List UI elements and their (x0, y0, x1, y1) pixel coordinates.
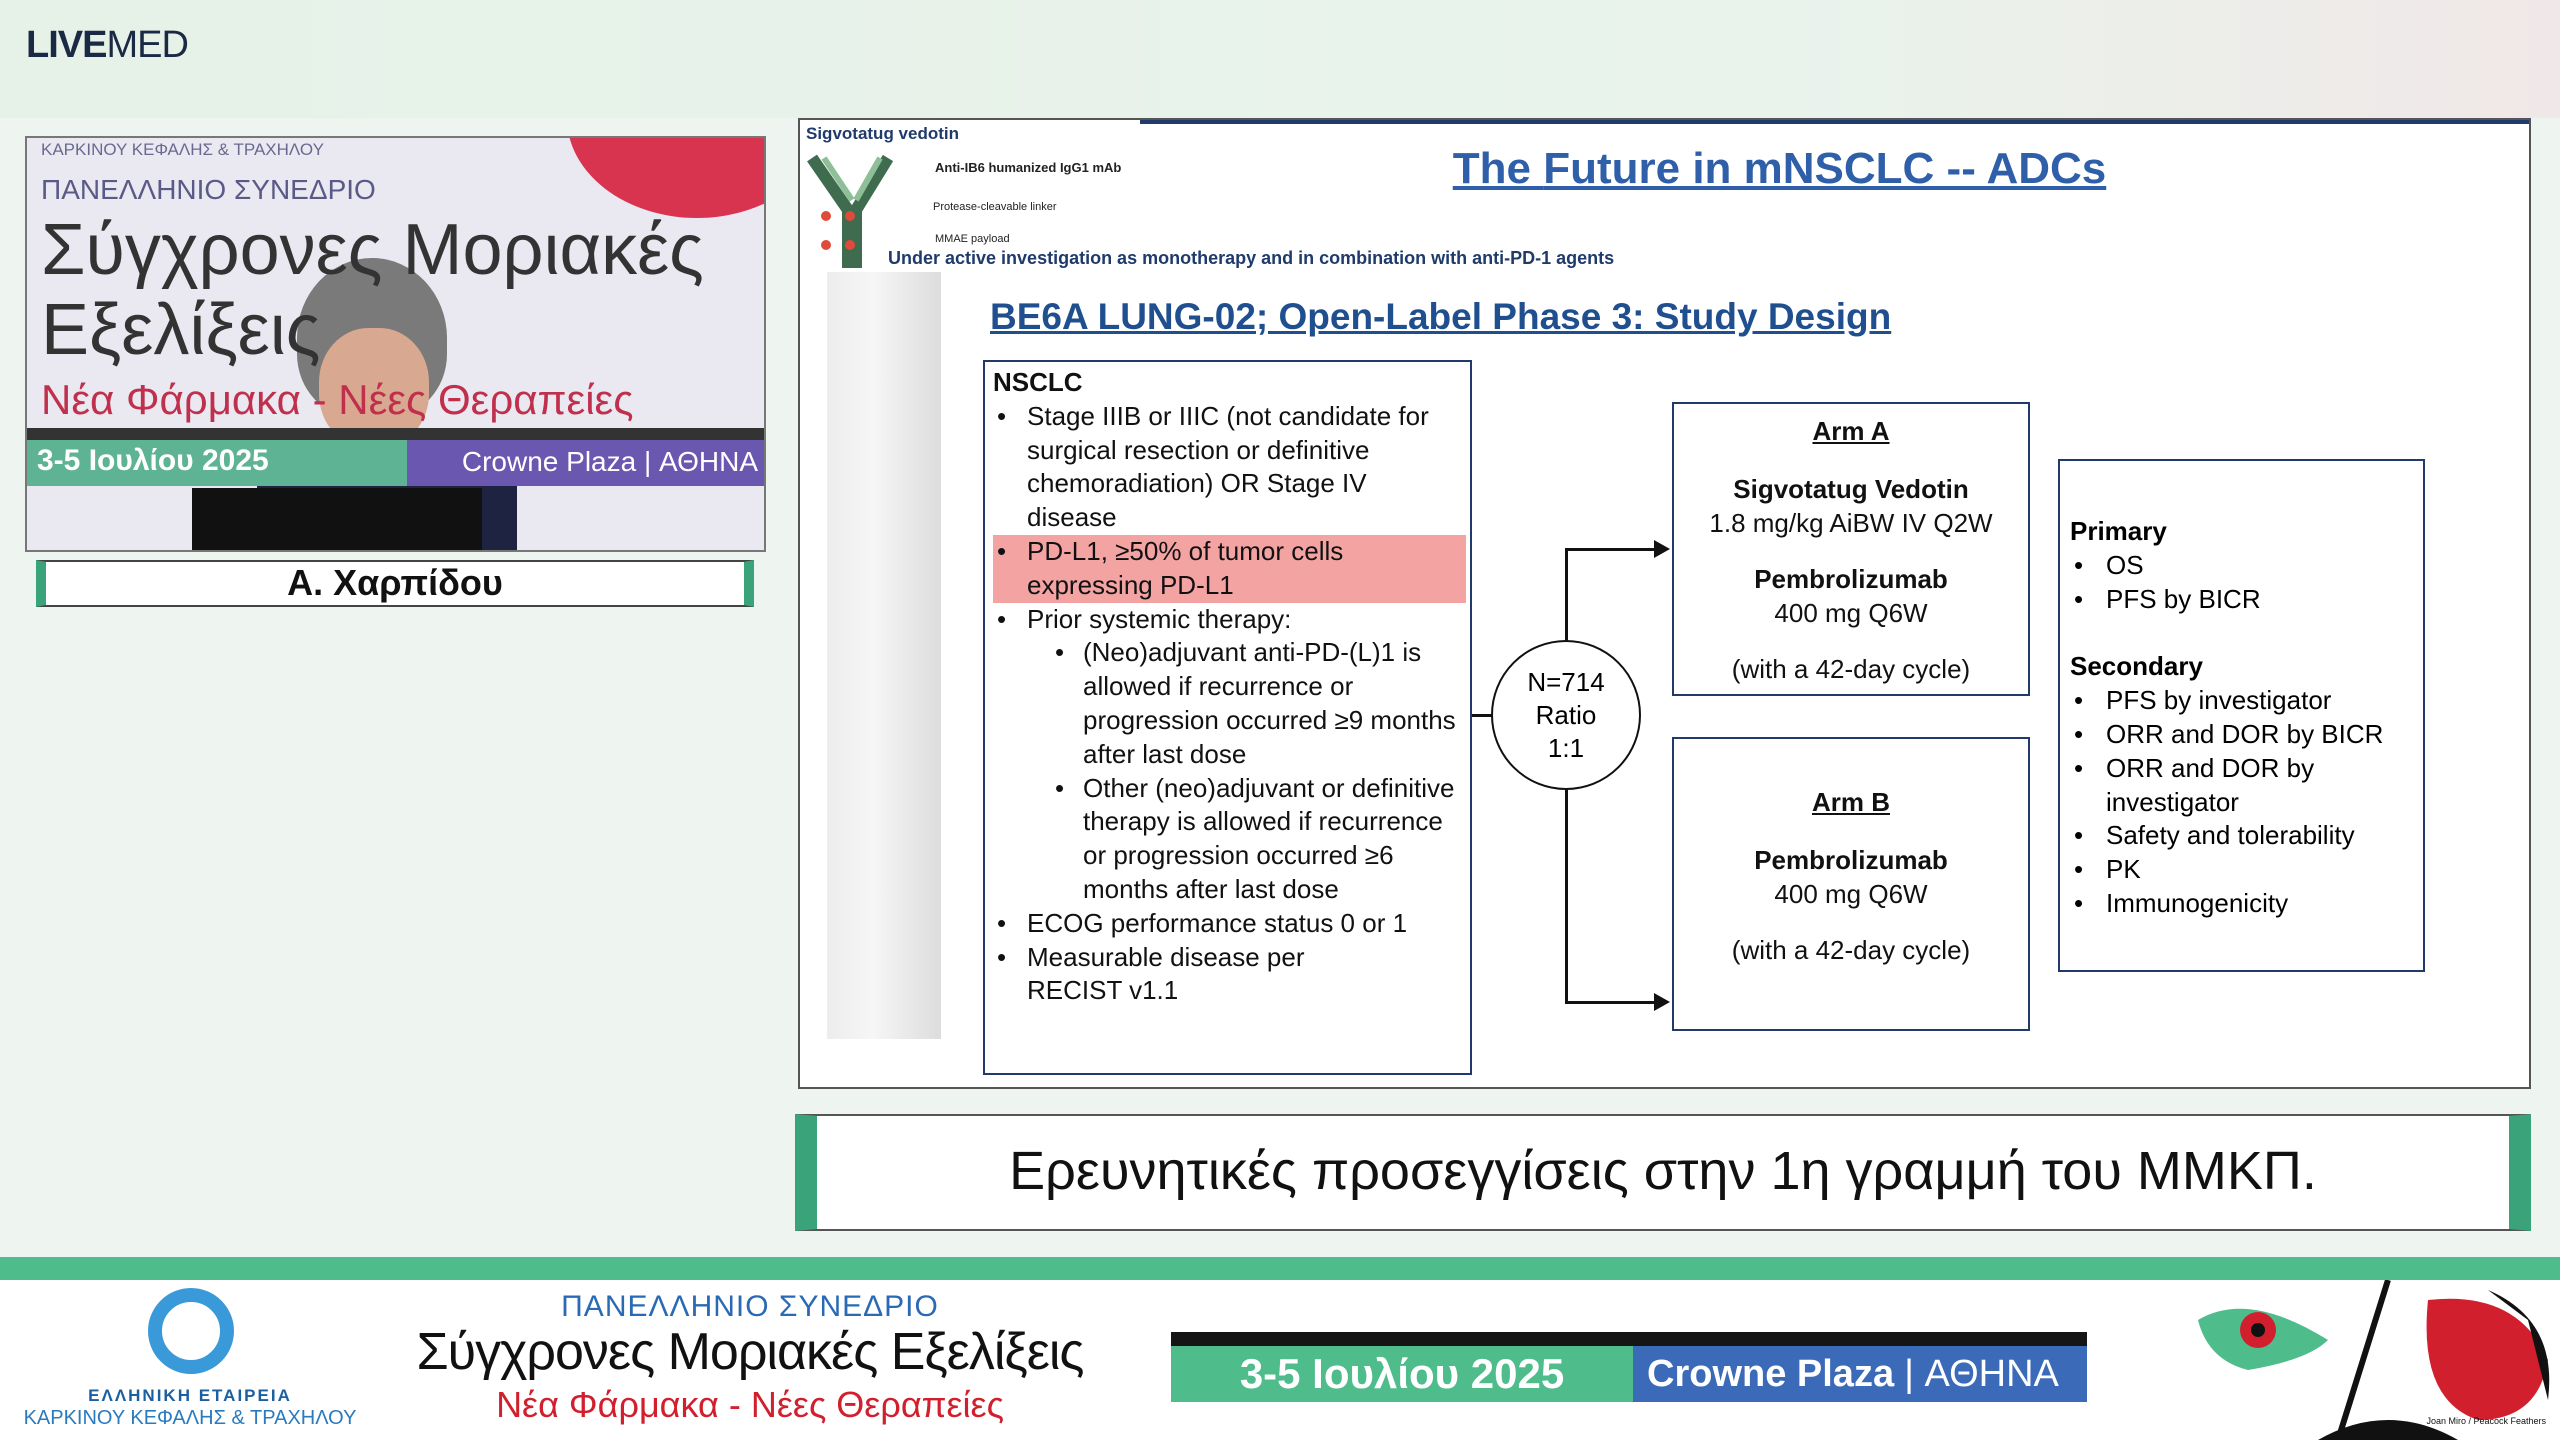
arm-a-drug: Sigvotatug Vedotin (1733, 474, 1969, 504)
building-sketch (827, 272, 941, 1039)
connector-line (1565, 548, 1655, 551)
sample-size: N=714 (1527, 667, 1605, 697)
arm-a-dose: 400 mg Q6W (1774, 598, 1928, 628)
endpoint-item: PFS by investigator (2070, 684, 2413, 718)
eligibility-item: Prior systemic therapy: (993, 603, 1462, 637)
arm-a-drug: Pembrolizumab (1754, 564, 1948, 594)
backdrop-congress: ΠΑΝΕΛΛΗΝΙΟ ΣΥΝΕΔΡΙΟ (41, 174, 376, 205)
eligibility-item-highlighted: PD-L1, ≥50% of tumor cells expressing PD… (993, 534, 1466, 603)
slide-subtitle: Under active investigation as monotherap… (888, 248, 1615, 268)
backdrop-society: ΚΑΡΚΙΝΟΥ ΚΕΦΑΛΗΣ & ΤΡΑΧΗΛΟΥ (41, 140, 324, 159)
endpoint-item: PK (2070, 853, 2413, 887)
endpoint-item: Safety and tolerability (2070, 819, 2413, 853)
randomization-circle: N=714 Ratio 1:1 (1491, 640, 1641, 790)
arrow-right-icon (1654, 993, 1670, 1011)
arm-a-cycle: (with a 42-day cycle) (1731, 654, 1971, 684)
arrow-right-icon (1654, 540, 1670, 558)
slide-title: The Future in mNSCLC -- ADCs (1452, 144, 2107, 193)
backdrop-title-2: Εξελίξεις (41, 290, 321, 370)
miro-artwork: Joan Miro / Peacock Feathers (2188, 1280, 2560, 1440)
society-name: ΕΛΛΗΝΙΚΗ ΕΤΑΙΡΕΙΑ (88, 1386, 292, 1405)
connector-line (1472, 714, 1492, 717)
artwork-shapes (2198, 1280, 2550, 1440)
backdrop-subtitle: Νέα Φάρμακα - Νέες Θεραπείες (41, 376, 634, 423)
primary-endpoints-title: Primary (2070, 516, 2167, 546)
congress-label: ΠΑΝΕΛΛΗΝΙΟ ΣΥΝΕΔΡΙΟ (561, 1290, 939, 1323)
eligibility-item: Measurable disease per RECIST v1.1 (993, 941, 1462, 1009)
endpoint-item: ORR and DOR by investigator (2070, 752, 2413, 820)
connector-line (1565, 548, 1568, 641)
art-credit: Joan Miro / Peacock Feathers (2426, 1416, 2546, 1426)
linker-label: Protease-cleavable linker (933, 201, 1057, 213)
eligibility-box: NSCLC Stage IIIB or IIIC (not candidate … (983, 360, 1472, 1075)
livemed-logo: LIVEMED (26, 24, 189, 66)
antibody-icon (807, 154, 894, 268)
ribbon-logo-icon (148, 1288, 234, 1374)
eligibility-item: Stage IIIB or IIIC (not candidate for su… (993, 400, 1462, 535)
endpoints-box: Primary OS PFS by BICR Secondary PFS by … (2058, 459, 2425, 972)
arm-b-title: Arm B (1811, 787, 1890, 817)
connector-line (1565, 789, 1568, 1003)
slide-top-line (1140, 120, 2529, 124)
congress-title: Σύγχρονες Μοριακές Εξελίξεις (416, 1323, 1085, 1381)
backdrop-stripe (27, 428, 764, 440)
arm-b-dose: 400 mg Q6W (1774, 879, 1928, 909)
eligibility-subitem: (Neo)adjuvant anti-PD-(L)1 is allowed if… (993, 636, 1462, 771)
congress-subtitle: Νέα Φάρμακα - Νέες Θεραπείες (496, 1384, 1004, 1425)
footer-banner: ΕΛΛΗΝΙΚΗ ΕΤΑΙΡΕΙΑ ΚΑΡΚΙΝΟΥ ΚΕΦΑΛΗΣ & ΤΡΑ… (0, 1280, 2560, 1440)
antibody-label: Anti-IB6 humanized IgG1 mAb (935, 160, 1122, 175)
footer-stripe (0, 1257, 2560, 1280)
ratio-label: Ratio (1535, 700, 1597, 730)
arm-a-dose: 1.8 mg/kg AiBW IV Q2W (1709, 508, 1993, 538)
backdrop-title-1: Σύγχρονες Μοριακές (41, 210, 704, 290)
backdrop-venue: Crowne Plaza | ΑΘΗΝΑ (407, 440, 764, 486)
header-band (0, 0, 2560, 118)
arm-b-box: Arm B Pembrolizumab 400 mg Q6W (with a 4… (1672, 737, 2030, 1031)
presentation-slide: Sigvotatug vedotin Anti-IB6 humanized Ig… (798, 118, 2531, 1089)
backdrop-date: 3-5 Ιουλίου 2025 (27, 440, 407, 486)
eligibility-title: NSCLC (993, 367, 1083, 397)
society-subname: ΚΑΡΚΙΝΟΥ ΚΕΦΑΛΗΣ & ΤΡΑΧΗΛΟΥ (23, 1407, 357, 1429)
eligibility-subitem: Other (neo)adjuvant or definitive therap… (993, 772, 1462, 907)
date-bar-stripe (1171, 1332, 2087, 1346)
ratio-value: 1:1 (1547, 733, 1585, 763)
endpoint-item: OS (2070, 549, 2413, 583)
secondary-endpoints-title: Secondary (2070, 651, 2203, 682)
endpoint-item: Immunogenicity (2070, 887, 2413, 921)
congress-venue: Crowne Plaza| ΑΘΗΝΑ (1633, 1346, 2087, 1402)
laptop (192, 488, 482, 550)
endpoint-item: PFS by BICR (2070, 583, 2413, 617)
connector-line (1565, 1001, 1655, 1004)
speaker-video: ΚΑΡΚΙΝΟΥ ΚΕΦΑΛΗΣ & ΤΡΑΧΗΛΟΥ ΠΑΝΕΛΛΗΝΙΟ Σ… (25, 136, 766, 552)
endpoint-item: ORR and DOR by BICR (2070, 718, 2413, 752)
arm-b-cycle: (with a 42-day cycle) (1731, 935, 1971, 965)
speaker-name: Α. Χαρπίδου (36, 560, 754, 607)
backdrop-art (567, 138, 764, 218)
congress-date: 3-5 Ιουλίου 2025 (1171, 1346, 1633, 1402)
payload-label: MMAE payload (935, 233, 1010, 245)
arm-a-title: Arm A (1812, 416, 1890, 446)
drug-label: Sigvotatug vedotin (806, 124, 959, 143)
study-heading: BE6A LUNG-02; Open-Label Phase 3: Study … (990, 296, 1892, 337)
arm-b-drug: Pembrolizumab (1754, 845, 1948, 875)
caption-bar: Ερευνητικές προσεγγίσεις στην 1η γραμμή … (795, 1114, 2531, 1231)
arm-a-box: Arm A Sigvotatug Vedotin 1.8 mg/kg AiBW … (1672, 402, 2030, 696)
eligibility-item: ECOG performance status 0 or 1 (993, 907, 1462, 941)
